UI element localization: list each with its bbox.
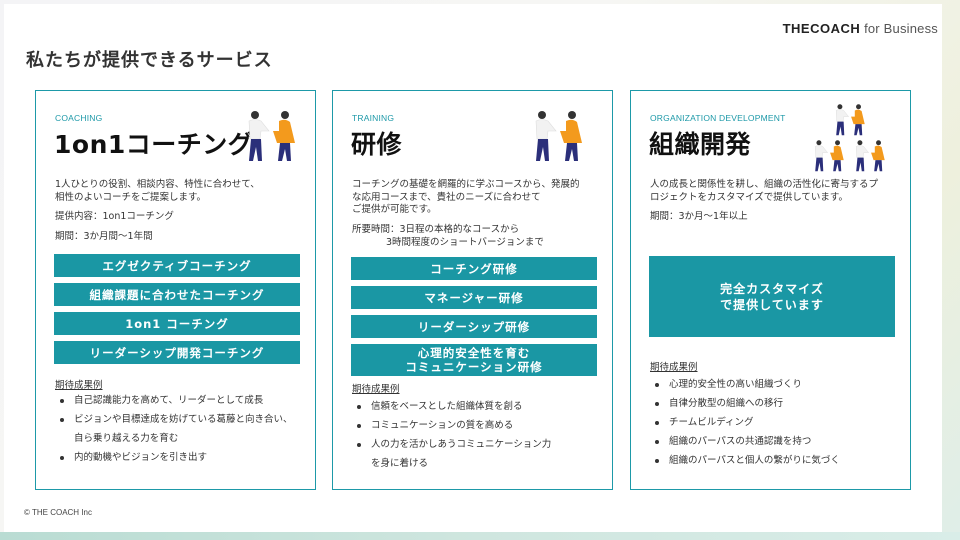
results-heading: 期待成果例 (352, 384, 400, 395)
banner-line: 完全カスタマイズ (720, 281, 824, 296)
duration-text: 所要時間：3日程の本格的なコースから 3時間程度のショートバージョンまで (352, 224, 544, 249)
results-heading: 期待成果例 (55, 380, 103, 391)
leadership-training-button[interactable]: リーダーシップ研修 (351, 315, 597, 338)
description-line: コーチングの基礎を網羅的に学ぶコースから、発展的 (352, 179, 580, 190)
list-item: コミュニケーションの質を高める (355, 416, 551, 435)
offer-text: 提供内容：1on1コーチング (55, 211, 174, 222)
list-item: 心理的安全性の高い組織づくり (653, 375, 840, 394)
custom-offering-banner: 完全カスタマイズ で提供しています (649, 256, 895, 337)
period-text: 期間：3か月〜1年以上 (650, 211, 748, 222)
org-issue-coaching-button[interactable]: 組織課題に合わせたコーチング (54, 283, 300, 306)
bottom-band (0, 532, 960, 540)
list-item: 信頼をベースとした組織体質を創る (355, 397, 551, 416)
result-text: 自己認識能力を高めて、リーダーとして成長 (74, 395, 264, 406)
result-text: チームビルディング (669, 417, 754, 428)
brand-logo: THECOACH for Business (783, 21, 938, 36)
page-title: 私たちが提供できるサービス (26, 50, 273, 71)
result-text: 組織のパーパスの共通認識を持つ (669, 436, 812, 447)
executive-coaching-button[interactable]: エグゼクティブコーチング (54, 254, 300, 277)
card-title: 組織開発 (649, 130, 752, 159)
list-item: チームビルディング (653, 413, 840, 432)
brand-name: THECOACH (782, 21, 861, 36)
coaching-training-button[interactable]: コーチング研修 (351, 257, 597, 280)
card-eyebrow: COACHING (55, 113, 103, 123)
list-item: 組織のパーパスの共通認識を持つ (653, 432, 840, 451)
duration-line: 所要時間：3日程の本格的なコースから (352, 224, 520, 235)
result-text: 人の力を活かしあうコミュニケーション力 (371, 439, 552, 450)
brand-suffix: for Business (864, 21, 938, 36)
card-eyebrow: TRAINING (352, 113, 395, 123)
card-training: TRAINING 研修 コーチングの基礎を網羅的に学ぶコースから、発展的 な応用… (332, 90, 613, 490)
banner-line: で提供しています (720, 297, 824, 312)
results-list: 心理的安全性の高い組織づくり 自律分散型の組織への移行 チームビルディング 組織… (653, 375, 840, 470)
card-description: 1人ひとりの役割、相談内容、特性に合わせて、 相性のよいコーチをご提案します。 (55, 179, 260, 204)
manager-training-button[interactable]: マネージャー研修 (351, 286, 597, 309)
result-text: 自律分散型の組織への移行 (669, 398, 784, 409)
card-organization-development: ORGANIZATION DEVELOPMENT 組織開発 (630, 90, 911, 490)
list-item: 自律分散型の組織への移行 (653, 394, 840, 413)
description-line: 1人ひとりの役割、相談内容、特性に合わせて、 (55, 179, 260, 190)
list-item: 内的動機やビジョンを引き出す (58, 448, 293, 467)
card-description: コーチングの基礎を網羅的に学ぶコースから、発展的 な応用コースまで、貴社のニーズ… (352, 179, 580, 217)
result-text: 心理的安全性の高い組織づくり (669, 379, 803, 390)
people-handshake-icon (535, 111, 582, 161)
people-handshake-icon (248, 111, 295, 161)
card-description: 人の成長と関係性を耕し、組織の活性化に寄与するプ ロジェクトをカスタマイズで提供… (650, 179, 878, 204)
one-on-one-coaching-button[interactable]: 1on1 コーチング (54, 312, 300, 335)
result-text: 内的動機やビジョンを引き出す (74, 452, 208, 463)
description-line: な応用コースまで、貴社のニーズに合わせて (352, 191, 541, 203)
result-text: ビジョンや目標達成を妨げている葛藤と向き合い、 (74, 414, 293, 425)
button-line: コミュニケーション研修 (405, 360, 543, 374)
results-list: 自己認識能力を高めて、リーダーとして成長 ビジョンや目標達成を妨げている葛藤と向… (58, 391, 293, 467)
description-line: ご提供が可能です。 (352, 204, 437, 215)
button-line: 心理的安全性を育む (417, 346, 531, 360)
list-item: 組織のパーパスと個人の繋がりに気づく (653, 451, 840, 470)
description-line: 人の成長と関係性を耕し、組織の活性化に寄与するプ (650, 179, 879, 190)
results-list: 信頼をベースとした組織体質を創る コミュニケーションの質を高める 人の力を活かし… (355, 397, 551, 473)
list-item: 人の力を活かしあうコミュニケーション力を身に着ける (355, 435, 551, 473)
results-heading: 期待成果例 (650, 362, 698, 373)
duration-line: 3時間程度のショートバージョンまで (386, 236, 544, 248)
list-item: ビジョンや目標達成を妨げている葛藤と向き合い、自ら乗り越える力を育む (58, 410, 293, 448)
card-eyebrow: ORGANIZATION DEVELOPMENT (650, 113, 786, 123)
period-text: 期間：3か月間〜1年間 (55, 231, 153, 242)
leadership-coaching-button[interactable]: リーダーシップ開発コーチング (54, 341, 300, 364)
result-text: 自ら乗り越える力を育む (74, 433, 179, 444)
people-group-icon (814, 104, 885, 172)
result-text: 信頼をベースとした組織体質を創る (371, 401, 523, 412)
card-title: 研修 (351, 130, 403, 159)
card-title: 1on1コーチング (54, 130, 254, 159)
description-line: ロジェクトをカスタマイズで提供しています。 (650, 191, 848, 203)
service-buttons: コーチング研修 マネージャー研修 リーダーシップ研修 心理的安全性を育む コミュ… (351, 257, 597, 382)
list-item: 自己認識能力を高めて、リーダーとして成長 (58, 391, 293, 410)
result-text: コミュニケーションの質を高める (371, 420, 514, 431)
copyright: © THE COACH Inc (24, 508, 92, 517)
service-buttons: エグゼクティブコーチング 組織課題に合わせたコーチング 1on1 コーチング リ… (54, 254, 300, 370)
card-coaching: COACHING 1on1コーチング 1人ひとりの役割、相談内容、特性に合わせて… (35, 90, 316, 490)
result-text: を身に着ける (371, 458, 429, 469)
psychological-safety-training-button[interactable]: 心理的安全性を育む コミュニケーション研修 (351, 344, 597, 376)
result-text: 組織のパーパスと個人の繋がりに気づく (669, 455, 840, 466)
description-line: 相性のよいコーチをご提案します。 (55, 191, 207, 203)
